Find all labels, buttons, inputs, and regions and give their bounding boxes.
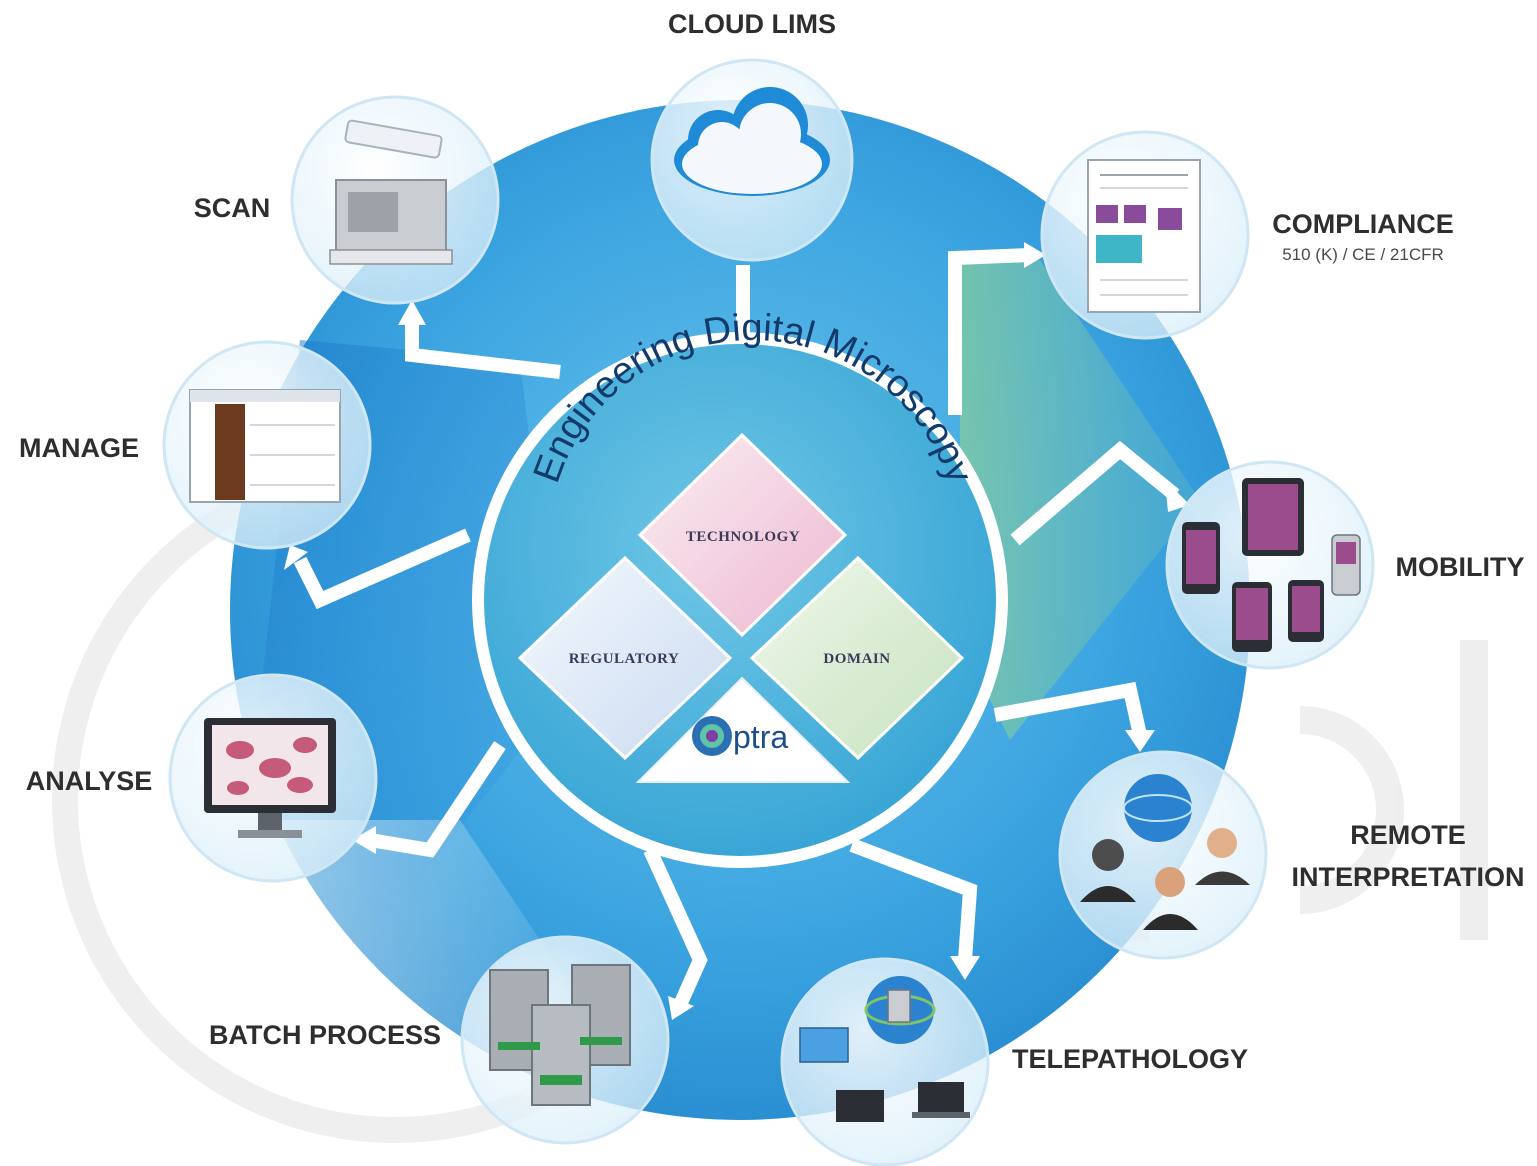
arrow-scan — [405, 320, 561, 379]
batch-process-label: BATCH PROCESS — [209, 1020, 441, 1050]
arrow-manage — [293, 528, 471, 610]
pillar-domain: DOMAIN — [749, 555, 965, 761]
server-stack-icon — [489, 964, 631, 1106]
optra-logo: ptra — [635, 676, 851, 783]
telepathology-label: TELEPATHOLOGY — [1012, 1044, 1248, 1074]
mobile-devices-icon — [1182, 478, 1361, 652]
arrowhead-mobility — [1165, 480, 1190, 512]
compliance-report-icon — [1087, 159, 1201, 313]
network-computers-icon — [799, 976, 970, 1122]
node-compliance: COMPLIANCE 510 (K) / CE / 21CFR — [1040, 130, 1454, 340]
management-software-icon — [189, 389, 341, 503]
node-analyse: ANALYSE — [26, 673, 378, 883]
node-telepathology: TELEPATHOLOGY — [780, 957, 1248, 1166]
arrowhead-scan — [398, 300, 426, 325]
node-cloud-lims: CLOUD LIMS — [650, 9, 854, 262]
pillar-technology: TECHNOLOGY — [637, 432, 848, 638]
compliance-label: COMPLIANCE — [1272, 209, 1454, 239]
remote-users-globe-icon — [1080, 774, 1250, 930]
cloud-lims-label: CLOUD LIMS — [668, 9, 836, 39]
analyse-label: ANALYSE — [26, 766, 153, 796]
arrowhead-compliance — [1024, 242, 1046, 268]
node-mobility: MOBILITY — [1165, 460, 1525, 670]
arrowhead-batch — [668, 996, 694, 1020]
arrow-batch — [643, 847, 708, 1008]
pillar-technology-label: TECHNOLOGY — [686, 529, 800, 545]
node-manage: MANAGE — [19, 340, 372, 550]
node-scan: SCAN — [194, 95, 500, 305]
connector-arrows — [293, 248, 1180, 1008]
compliance-sublabel: 510 (K) / CE / 21CFR — [1282, 245, 1444, 264]
arrow-mobility — [1010, 440, 1180, 546]
node-batch-process: BATCH PROCESS — [209, 935, 670, 1145]
logo-text: ptra — [733, 719, 788, 755]
arrow-compliance — [948, 248, 1031, 415]
arrowhead-telepathology — [950, 956, 980, 980]
arrowhead-manage — [284, 545, 308, 570]
pillar-domain-label: DOMAIN — [823, 651, 890, 667]
arrowhead-remote — [1125, 730, 1155, 752]
arrow-telepathology — [849, 838, 978, 961]
slide-scanner-icon — [329, 119, 453, 265]
pillar-regulatory-label: REGULATORY — [569, 651, 680, 667]
pillar-regulatory: REGULATORY — [517, 555, 733, 761]
arrow-heads — [284, 242, 1190, 1020]
node-remote-interpretation: REMOTE INTERPRETATION — [1058, 750, 1525, 960]
scan-label: SCAN — [194, 193, 271, 223]
monitor-analysis-icon — [204, 718, 336, 838]
manage-label: MANAGE — [19, 433, 139, 463]
arrow-remote — [993, 681, 1147, 737]
remote-label-line2: INTERPRETATION — [1292, 862, 1525, 892]
remote-label-line1: REMOTE — [1350, 820, 1466, 850]
cloud-icon — [674, 87, 830, 196]
arrow-analyse — [368, 741, 506, 858]
arrowhead-analyse — [352, 826, 376, 854]
mobility-label: MOBILITY — [1396, 552, 1525, 582]
